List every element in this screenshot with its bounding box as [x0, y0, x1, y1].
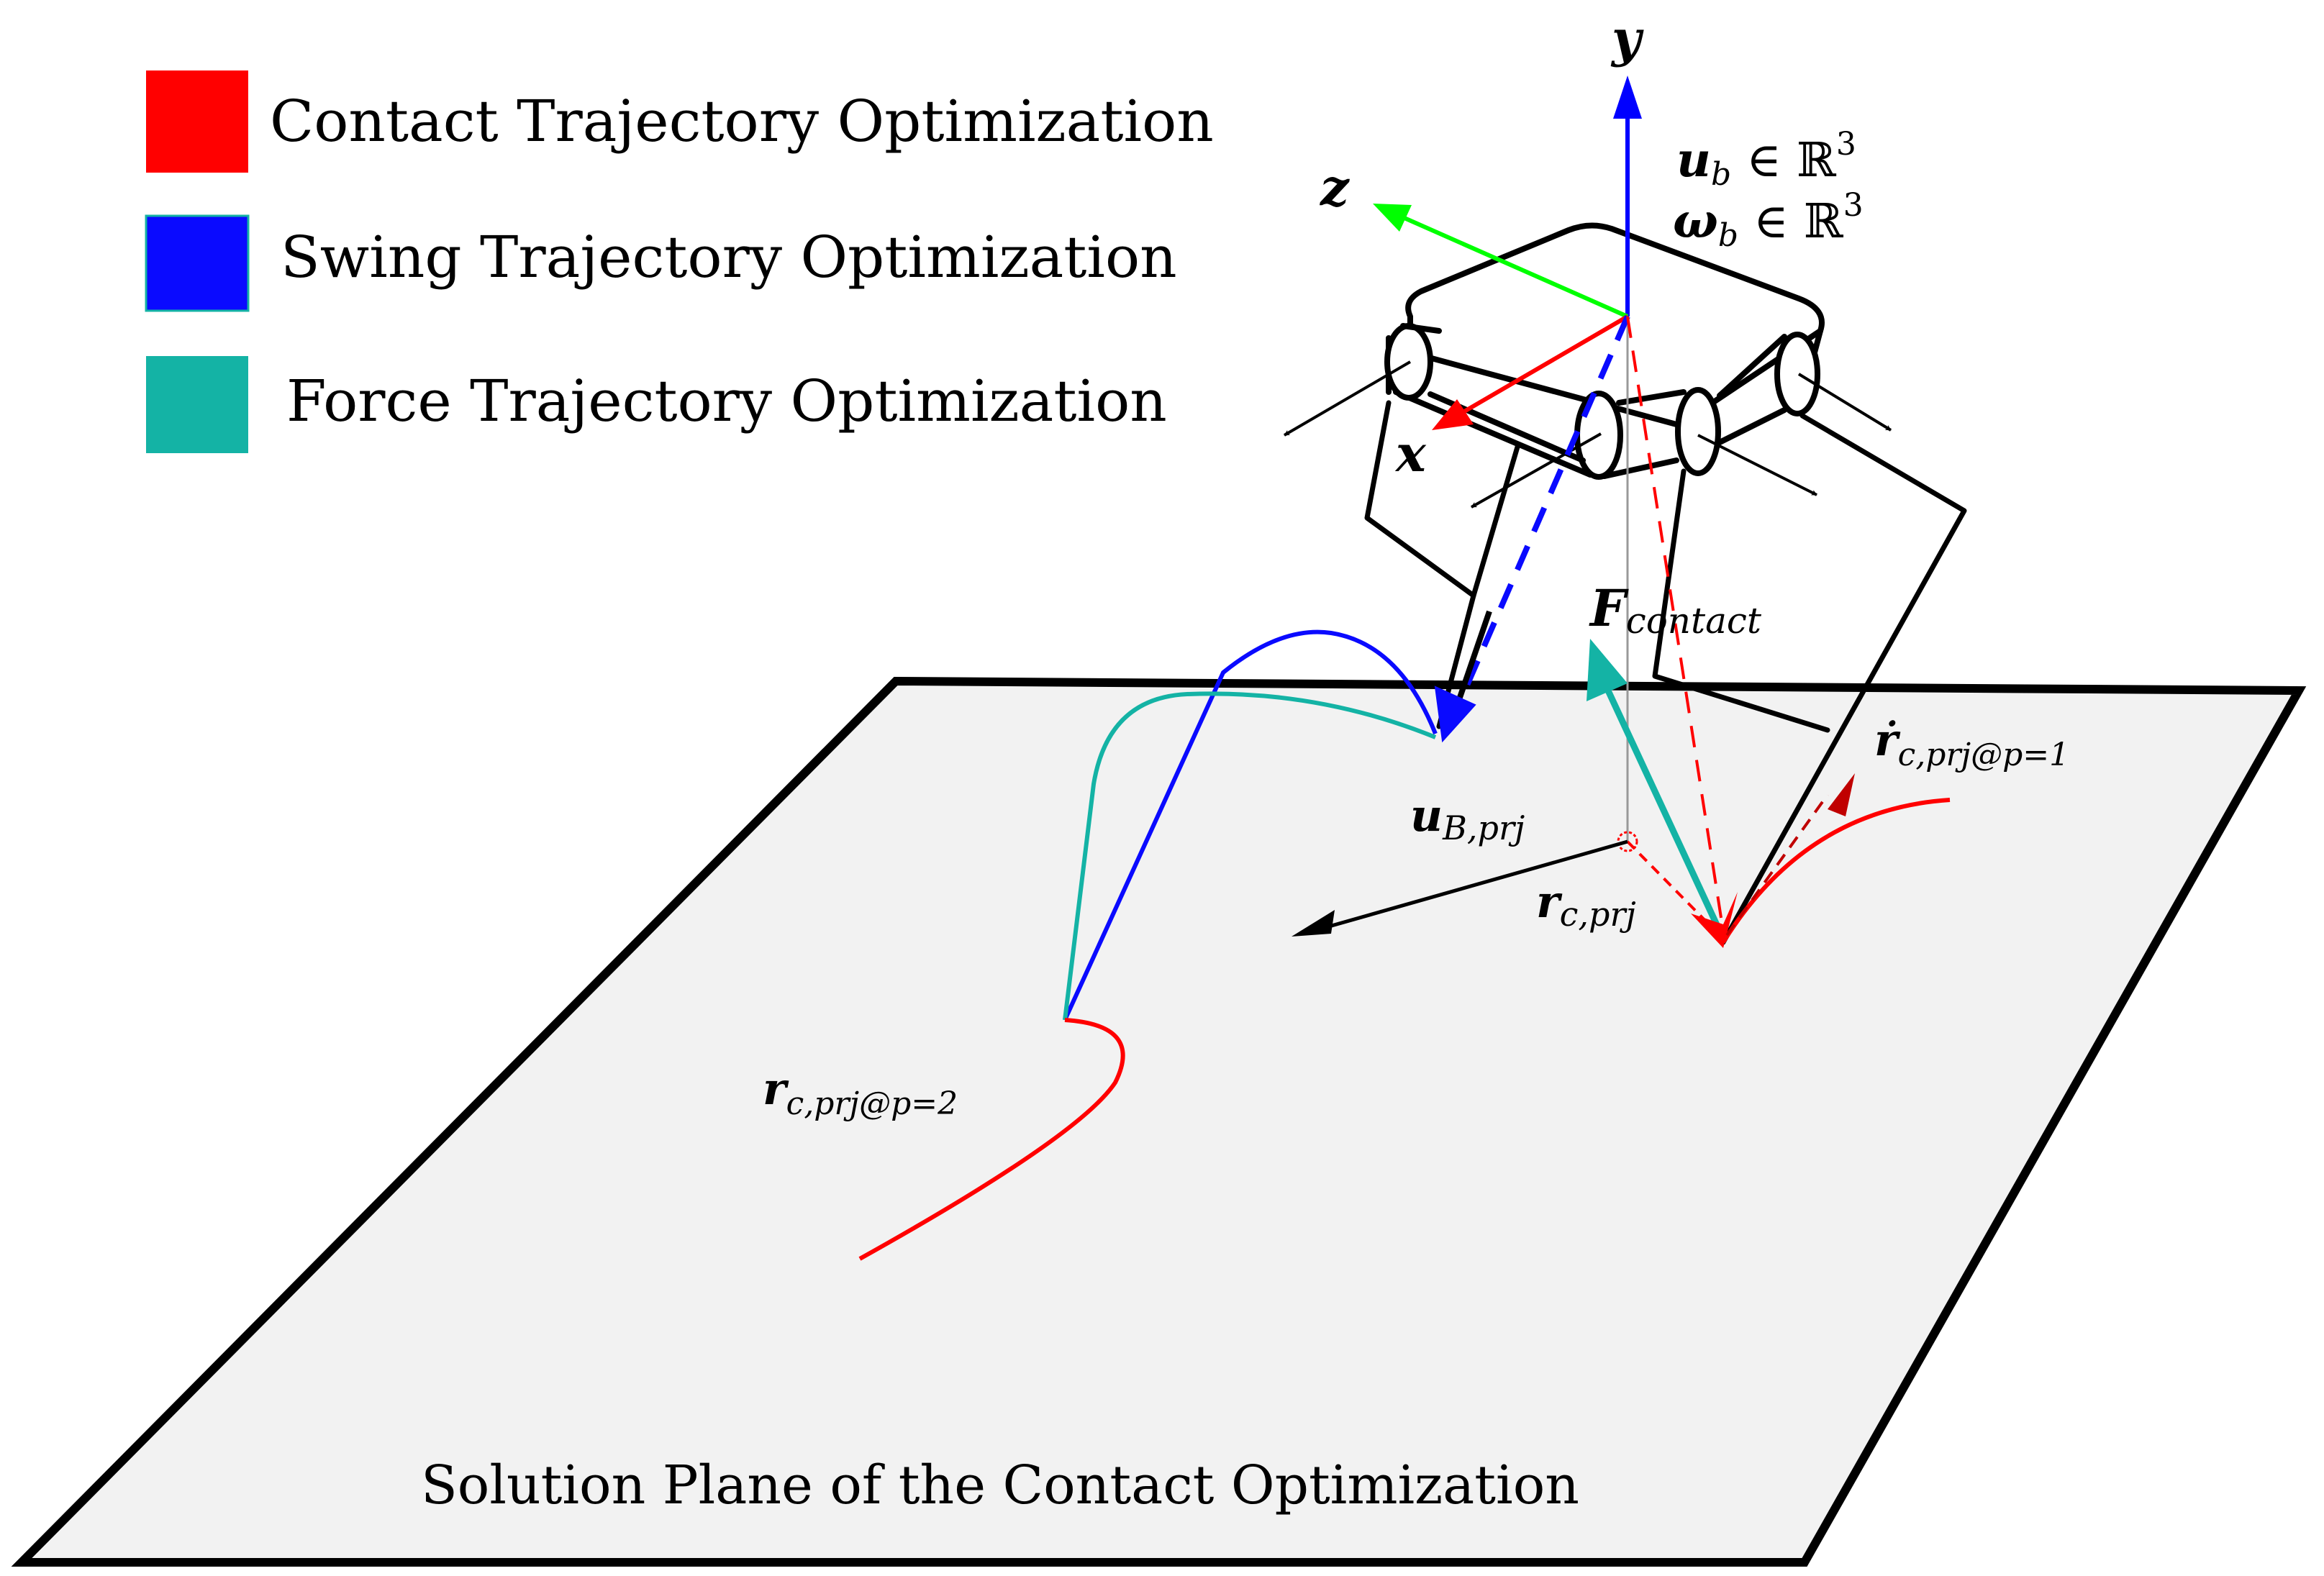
leg-rear-left: [1652, 468, 1830, 733]
x-axis-label: x: [1394, 424, 1427, 483]
x-axis-line: [1459, 314, 1629, 416]
force-trajectory: [1063, 691, 1437, 1021]
robot-body: [1384, 222, 1825, 480]
joint-arrow-2: [1471, 432, 1602, 509]
joint-arrow-4: [1797, 373, 1892, 432]
y-axis-arrowhead: [1613, 76, 1642, 119]
z-axis-arrowhead: [1373, 204, 1412, 232]
hip-cylinder-rear-left: [1675, 387, 1721, 476]
contact-force-arrow-shaft: [1604, 689, 1727, 940]
plane-caption: Solution Plane of the Contact Optimizati…: [421, 1454, 1579, 1516]
contact-force-arrowhead: [1587, 639, 1628, 701]
swing-dashed-line: [1454, 315, 1630, 710]
label-r-p2: rc,prj@p=2: [763, 1062, 958, 1122]
label-r-dot-p1: ṙc,prj@p=1: [1874, 714, 2069, 773]
legend: Contact Trajectory Optimization Swing Tr…: [145, 70, 1214, 453]
leg-rear-right: [1720, 413, 1967, 945]
label-u-b: ub ∈ ℝ3: [1676, 126, 1856, 193]
foot-velocity-arrowhead: [1434, 685, 1476, 743]
swing-trajectory: [1063, 629, 1438, 1021]
hip-cylinder-rear-right: [1774, 332, 1820, 416]
legend-label-swing: Swing Trajectory Optimization: [281, 224, 1177, 291]
legend-label-contact: Contact Trajectory Optimization: [270, 88, 1214, 155]
z-axis-label: z: [1319, 158, 1350, 217]
label-r-c-prj: rc,prj: [1536, 875, 1636, 934]
joint-arrows: [1283, 360, 1892, 509]
projection-point: [1617, 831, 1638, 852]
joint-arrow-3: [1697, 434, 1817, 496]
legend-swatch-contact: [146, 70, 248, 173]
cylinder-connectors: [1400, 323, 1787, 463]
robot-legs: [1364, 400, 1967, 945]
label-omega-b: ωb ∈ ℝ3: [1673, 187, 1864, 254]
contact-velocity-arrow-shaft: [1725, 793, 1829, 937]
z-axis-line: [1398, 214, 1629, 319]
joint-arrow-1: [1283, 360, 1412, 437]
base-frame: [1373, 76, 1642, 430]
x-axis-arrowhead: [1432, 399, 1474, 430]
foot-velocity-arrow-shaft: [1452, 610, 1492, 714]
ub-prj-arrow-shaft: [1323, 839, 1628, 930]
legend-swatch-swing: [145, 214, 250, 312]
leg-front-left: [1364, 400, 1521, 598]
legend-swatch-force: [146, 356, 248, 453]
rc-prj-dashed-vector: [1626, 840, 1717, 933]
solution-plane: [11, 676, 2307, 1567]
contact-velocity-arrowhead: [1828, 773, 1855, 816]
y-axis-label: y: [1610, 9, 1644, 68]
label-u-b-prj: uB,prj: [1410, 789, 1525, 847]
ub-prj-arrowhead: [1292, 910, 1335, 937]
legend-label-force: Force Trajectory Optimization: [286, 368, 1167, 434]
contact-dashed-line: [1626, 316, 1725, 932]
label-f-contact: Fcontact: [1589, 578, 1762, 642]
contact-trajectory-p2: [858, 1018, 1125, 1261]
